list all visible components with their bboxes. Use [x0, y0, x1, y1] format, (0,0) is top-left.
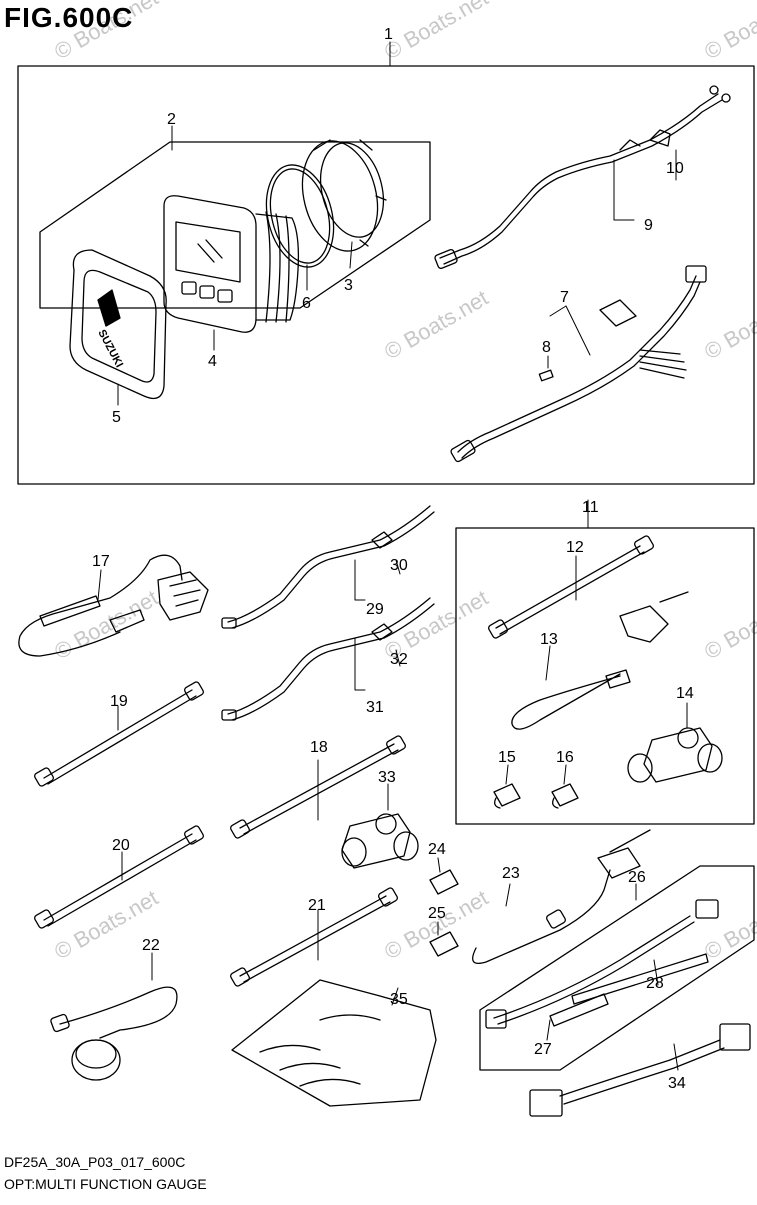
callout-17: 17 — [92, 553, 110, 570]
part-19-cable — [34, 681, 204, 787]
callout-9: 9 — [644, 217, 653, 234]
callout-1: 1 — [384, 26, 393, 43]
callout-18: 18 — [310, 739, 328, 756]
part-17-sensor-harness — [18, 554, 209, 657]
callout-14: 14 — [676, 685, 694, 702]
callout-26: 26 — [628, 869, 646, 886]
part-7-harness — [450, 265, 707, 463]
callout-11: 11 — [582, 499, 599, 516]
callout-13: 13 — [540, 631, 558, 648]
part-4-gauge-body — [163, 195, 300, 333]
callout-34: 34 — [668, 1075, 686, 1092]
callout-23: 23 — [502, 865, 520, 882]
part-3-lock-ring — [301, 139, 387, 252]
part-26-harness — [485, 899, 719, 1029]
part-25-terminator — [429, 931, 459, 957]
part-20-cable — [34, 825, 204, 929]
callout-22: 22 — [142, 937, 160, 954]
leader-lines — [97, 41, 688, 1071]
group-box-2 — [39, 141, 431, 309]
part-23-harness — [472, 829, 651, 965]
watermark: © Boats.net — [700, 285, 757, 364]
callout-25: 25 — [428, 905, 446, 922]
callout-30: 30 — [390, 557, 408, 574]
part-15-terminator — [493, 783, 521, 809]
callout-labels: 1 2 3 4 5 6 7 8 9 10 11 12 13 14 15 16 1… — [92, 26, 694, 1092]
part-5-gauge-cover: SUZUKI — [69, 249, 167, 400]
part-33-t-connector — [341, 813, 419, 869]
group-box-1 — [17, 65, 755, 485]
callout-19: 19 — [110, 693, 128, 710]
callout-5: 5 — [112, 409, 121, 426]
part-34-harness — [529, 1023, 751, 1117]
part-28-cable-tie — [571, 953, 709, 1005]
callout-7: 7 — [560, 289, 569, 306]
callout-35: 35 — [390, 991, 408, 1008]
part-21-cable — [230, 887, 398, 987]
callout-20: 20 — [112, 837, 130, 854]
callout-16: 16 — [556, 749, 574, 766]
callout-12: 12 — [566, 539, 584, 556]
part-27-fuse — [549, 993, 609, 1027]
watermark: © Boats.net — [380, 285, 492, 364]
callout-15: 15 — [498, 749, 516, 766]
callout-21: 21 — [308, 897, 326, 914]
callout-2: 2 — [167, 111, 176, 128]
callout-8: 8 — [542, 339, 551, 356]
part-18-cable — [230, 735, 406, 839]
gauge-brand-text: SUZUKI — [95, 328, 125, 370]
part-31-lead — [221, 597, 435, 721]
part-35-bag — [231, 979, 437, 1107]
group-box-26 — [479, 865, 755, 1071]
callout-28: 28 — [646, 975, 664, 992]
watermark: © Boats.net — [700, 885, 757, 964]
callout-4: 4 — [208, 353, 217, 370]
group-outlines — [17, 65, 755, 1071]
watermark: © Boats.net — [380, 0, 492, 64]
callout-31: 31 — [366, 699, 384, 716]
part-29-lead — [221, 505, 435, 629]
part-24-terminator — [429, 869, 459, 895]
part-14-t-connector — [627, 727, 723, 783]
part-16-terminator — [551, 783, 579, 809]
callout-32: 32 — [390, 651, 408, 668]
watermark: © Boats.net — [700, 0, 757, 64]
diagram-code: DF25A_30A_P03_017_600C — [4, 1154, 186, 1170]
callout-3: 3 — [344, 277, 353, 294]
part-12-cable — [488, 535, 654, 639]
part-13-cable — [511, 591, 689, 730]
callout-24: 24 — [428, 841, 446, 858]
callout-29: 29 — [366, 601, 384, 618]
part-22-sensor — [50, 986, 178, 1081]
figure-title: FIG.600C — [4, 2, 134, 33]
watermarks: © Boats.net © Boats.net © Boats.net © Bo… — [50, 0, 757, 964]
watermark: © Boats.net — [50, 585, 162, 664]
callout-10: 10 — [666, 160, 684, 177]
group-box-11 — [455, 527, 755, 825]
part-9-harness — [434, 85, 731, 269]
diagram-name: OPT:MULTI FUNCTION GAUGE — [4, 1176, 207, 1192]
callout-33: 33 — [378, 769, 396, 786]
watermark: © Boats.net — [700, 585, 757, 664]
callout-27: 27 — [534, 1041, 552, 1058]
callout-6: 6 — [302, 295, 311, 312]
